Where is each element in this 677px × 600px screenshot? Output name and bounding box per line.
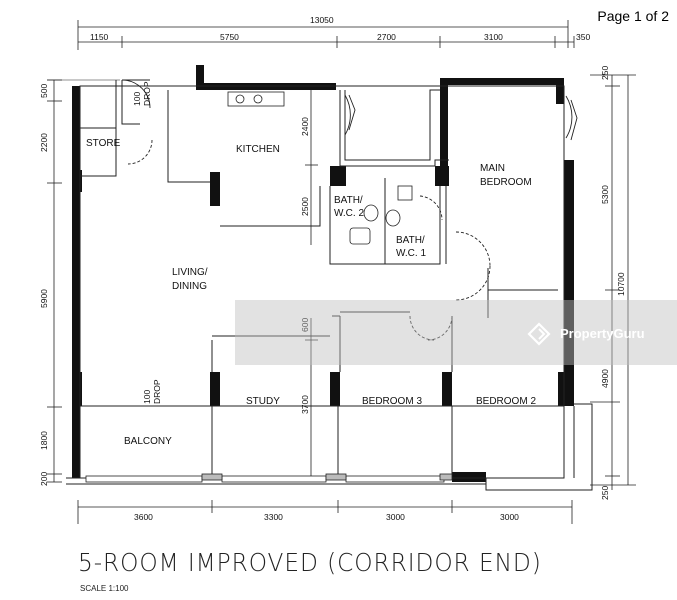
dim-top-5: 350 <box>576 32 590 42</box>
drop-balcony-label: DROP <box>152 379 162 404</box>
drop-store-label: DROP <box>142 81 152 106</box>
windows <box>85 473 453 483</box>
dim-bottom-3: 3000 <box>386 512 405 522</box>
bath1-label-1: BATH/ <box>396 235 425 246</box>
page-label: Page 1 of 2 <box>597 8 669 24</box>
bath2-label-1: BATH/ <box>334 195 363 206</box>
dim-top-3: 2700 <box>377 32 396 42</box>
doors <box>121 79 578 341</box>
dim-right-1: 250 <box>600 66 610 80</box>
dim-top-2: 5750 <box>220 32 239 42</box>
dim-top-4: 3100 <box>484 32 503 42</box>
living-label-2: DINING <box>172 281 207 292</box>
drop-store-value: 100 <box>132 92 142 106</box>
bath2-label-2: W.C. 2 <box>334 208 364 219</box>
thin-walls <box>66 80 593 491</box>
dim-left-3: 5900 <box>39 289 49 308</box>
dimension-lines <box>47 20 636 524</box>
dim-bottom-4: 3000 <box>500 512 519 522</box>
dim-top-total: 13050 <box>310 15 334 25</box>
main-bedroom-label-1: MAIN <box>480 163 505 174</box>
dim-kitchen-v1: 2400 <box>300 117 310 136</box>
fixtures <box>90 91 413 407</box>
dim-right-5: 250 <box>600 486 610 500</box>
watermark-text: PropertyGuru <box>560 326 645 341</box>
bath1-label-2: W.C. 1 <box>396 248 426 259</box>
drop-balcony-value: 100 <box>142 390 152 404</box>
dim-left-2: 2200 <box>39 133 49 152</box>
dim-study-v2: 3700 <box>300 395 310 414</box>
main-bedroom-label-2: BEDROOM <box>480 177 532 188</box>
walls <box>72 65 574 482</box>
propertyguru-logo-icon <box>527 322 551 346</box>
dim-left-5: 200 <box>39 472 49 486</box>
dim-bottom-1: 3600 <box>134 512 153 522</box>
dim-top-1: 1150 <box>90 32 109 42</box>
watermark-band <box>235 300 677 365</box>
store-label: STORE <box>86 138 121 149</box>
dim-kitchen-v2: 2500 <box>300 197 310 216</box>
study-label: STUDY <box>246 396 280 407</box>
dim-bottom-2: 3300 <box>264 512 283 522</box>
plan-title: 5-ROOM IMPROVED (CORRIDOR END) <box>78 548 542 577</box>
kitchen-label: KITCHEN <box>236 144 280 155</box>
bedroom2-label: BEDROOM 2 <box>476 396 536 407</box>
dim-left-1: 500 <box>39 84 49 98</box>
dim-right-4: 4900 <box>600 369 610 388</box>
bedroom3-label: BEDROOM 3 <box>362 396 422 407</box>
dim-right-3: 10700 <box>616 272 626 296</box>
balcony-label: BALCONY <box>124 436 172 447</box>
dim-left-4: 1800 <box>39 431 49 450</box>
living-label-1: LIVING/ <box>172 267 208 278</box>
dim-right-2: 5300 <box>600 185 610 204</box>
plan-scale: SCALE 1:100 <box>80 584 129 593</box>
dim-study-v1: 600 <box>300 318 310 332</box>
